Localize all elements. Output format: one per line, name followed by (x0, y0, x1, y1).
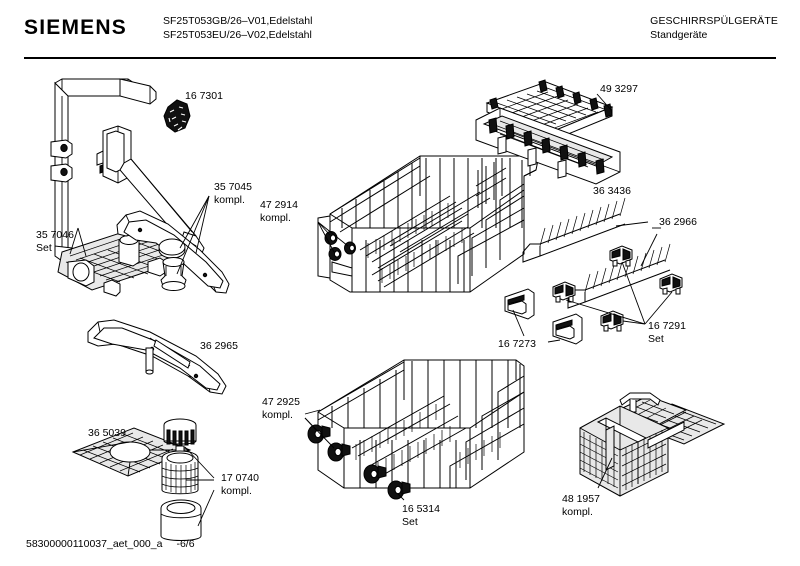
tine-clip-art (552, 245, 683, 332)
part-label-357045: 35 7045 kompl. (214, 181, 252, 206)
part-label-167273: 16 7273 (498, 338, 536, 350)
leader-170740 (184, 446, 215, 527)
leader-481957 (597, 457, 613, 489)
leader-362966 (615, 221, 661, 267)
appliance-subcategory: Standgeräte (650, 28, 708, 41)
micro-filter-art (160, 418, 202, 541)
leader-357045 (176, 195, 210, 275)
part-label-472914: 47 2914 kompl. (260, 199, 298, 224)
sponge-filter-art (163, 99, 191, 133)
model-number-1: SF25T053GB/26–V01,Edelstahl (163, 15, 313, 27)
appliance-category-block: GESCHIRRSPÜLGERÄTE Standgeräte (650, 15, 778, 42)
page-number: -6/6 (176, 538, 195, 550)
part-label-481957: 48 1957 kompl. (562, 493, 600, 518)
lower-spray-arm-art (87, 319, 227, 395)
leader-493297 (596, 93, 613, 112)
folding-plate-rack-art (475, 107, 621, 185)
header-divider (24, 57, 776, 59)
document-id: 58300000110037_aet_000_a (26, 538, 163, 550)
upper-spray-arm-art (96, 125, 230, 294)
part-label-472925: 47 2925 kompl. (262, 396, 300, 421)
part-label-362966: 36 2966 (659, 216, 697, 228)
model-number-block: SF25T053GB/26–V01,Edelstahl SF25T053EU/2… (163, 15, 312, 42)
part-label-363436: 36 3436 (593, 185, 631, 197)
part-label-167291: 16 7291 Set (648, 320, 686, 345)
document-footer: 58300000110037_aet_000_a -6/6 (26, 538, 195, 550)
model-number-2: SF25T053EU/26–V02,Edelstahl (163, 28, 312, 41)
part-label-365039: 36 5039 (88, 427, 126, 439)
part-label-357046: 35 7046 Set (36, 229, 74, 254)
tine-row-rack-art (522, 197, 671, 309)
leader-167291 (565, 261, 673, 325)
upper-basket-art (317, 155, 539, 293)
cutlery-basket-art (579, 392, 726, 497)
retainer-clip-art (504, 288, 583, 345)
cup-shelf-art (485, 79, 614, 140)
part-label-493297: 49 3297 (600, 83, 638, 95)
leader-165314 (397, 493, 405, 501)
water-feed-base-plate-art (57, 223, 183, 297)
part-label-165314: 16 5314 Set (402, 503, 440, 528)
lower-basket-art (307, 359, 525, 500)
appliance-category: GESCHIRRSPÜLGERÄTE (650, 15, 778, 27)
part-label-362965: 36 2965 (200, 340, 238, 352)
leader-472925 (304, 409, 335, 449)
part-label-167301: 16 7301 (185, 90, 223, 102)
leader-472914 (317, 221, 349, 253)
part-label-170740: 17 0740 kompl. (221, 472, 259, 497)
siemens-logo: SIEMENS (24, 16, 127, 39)
